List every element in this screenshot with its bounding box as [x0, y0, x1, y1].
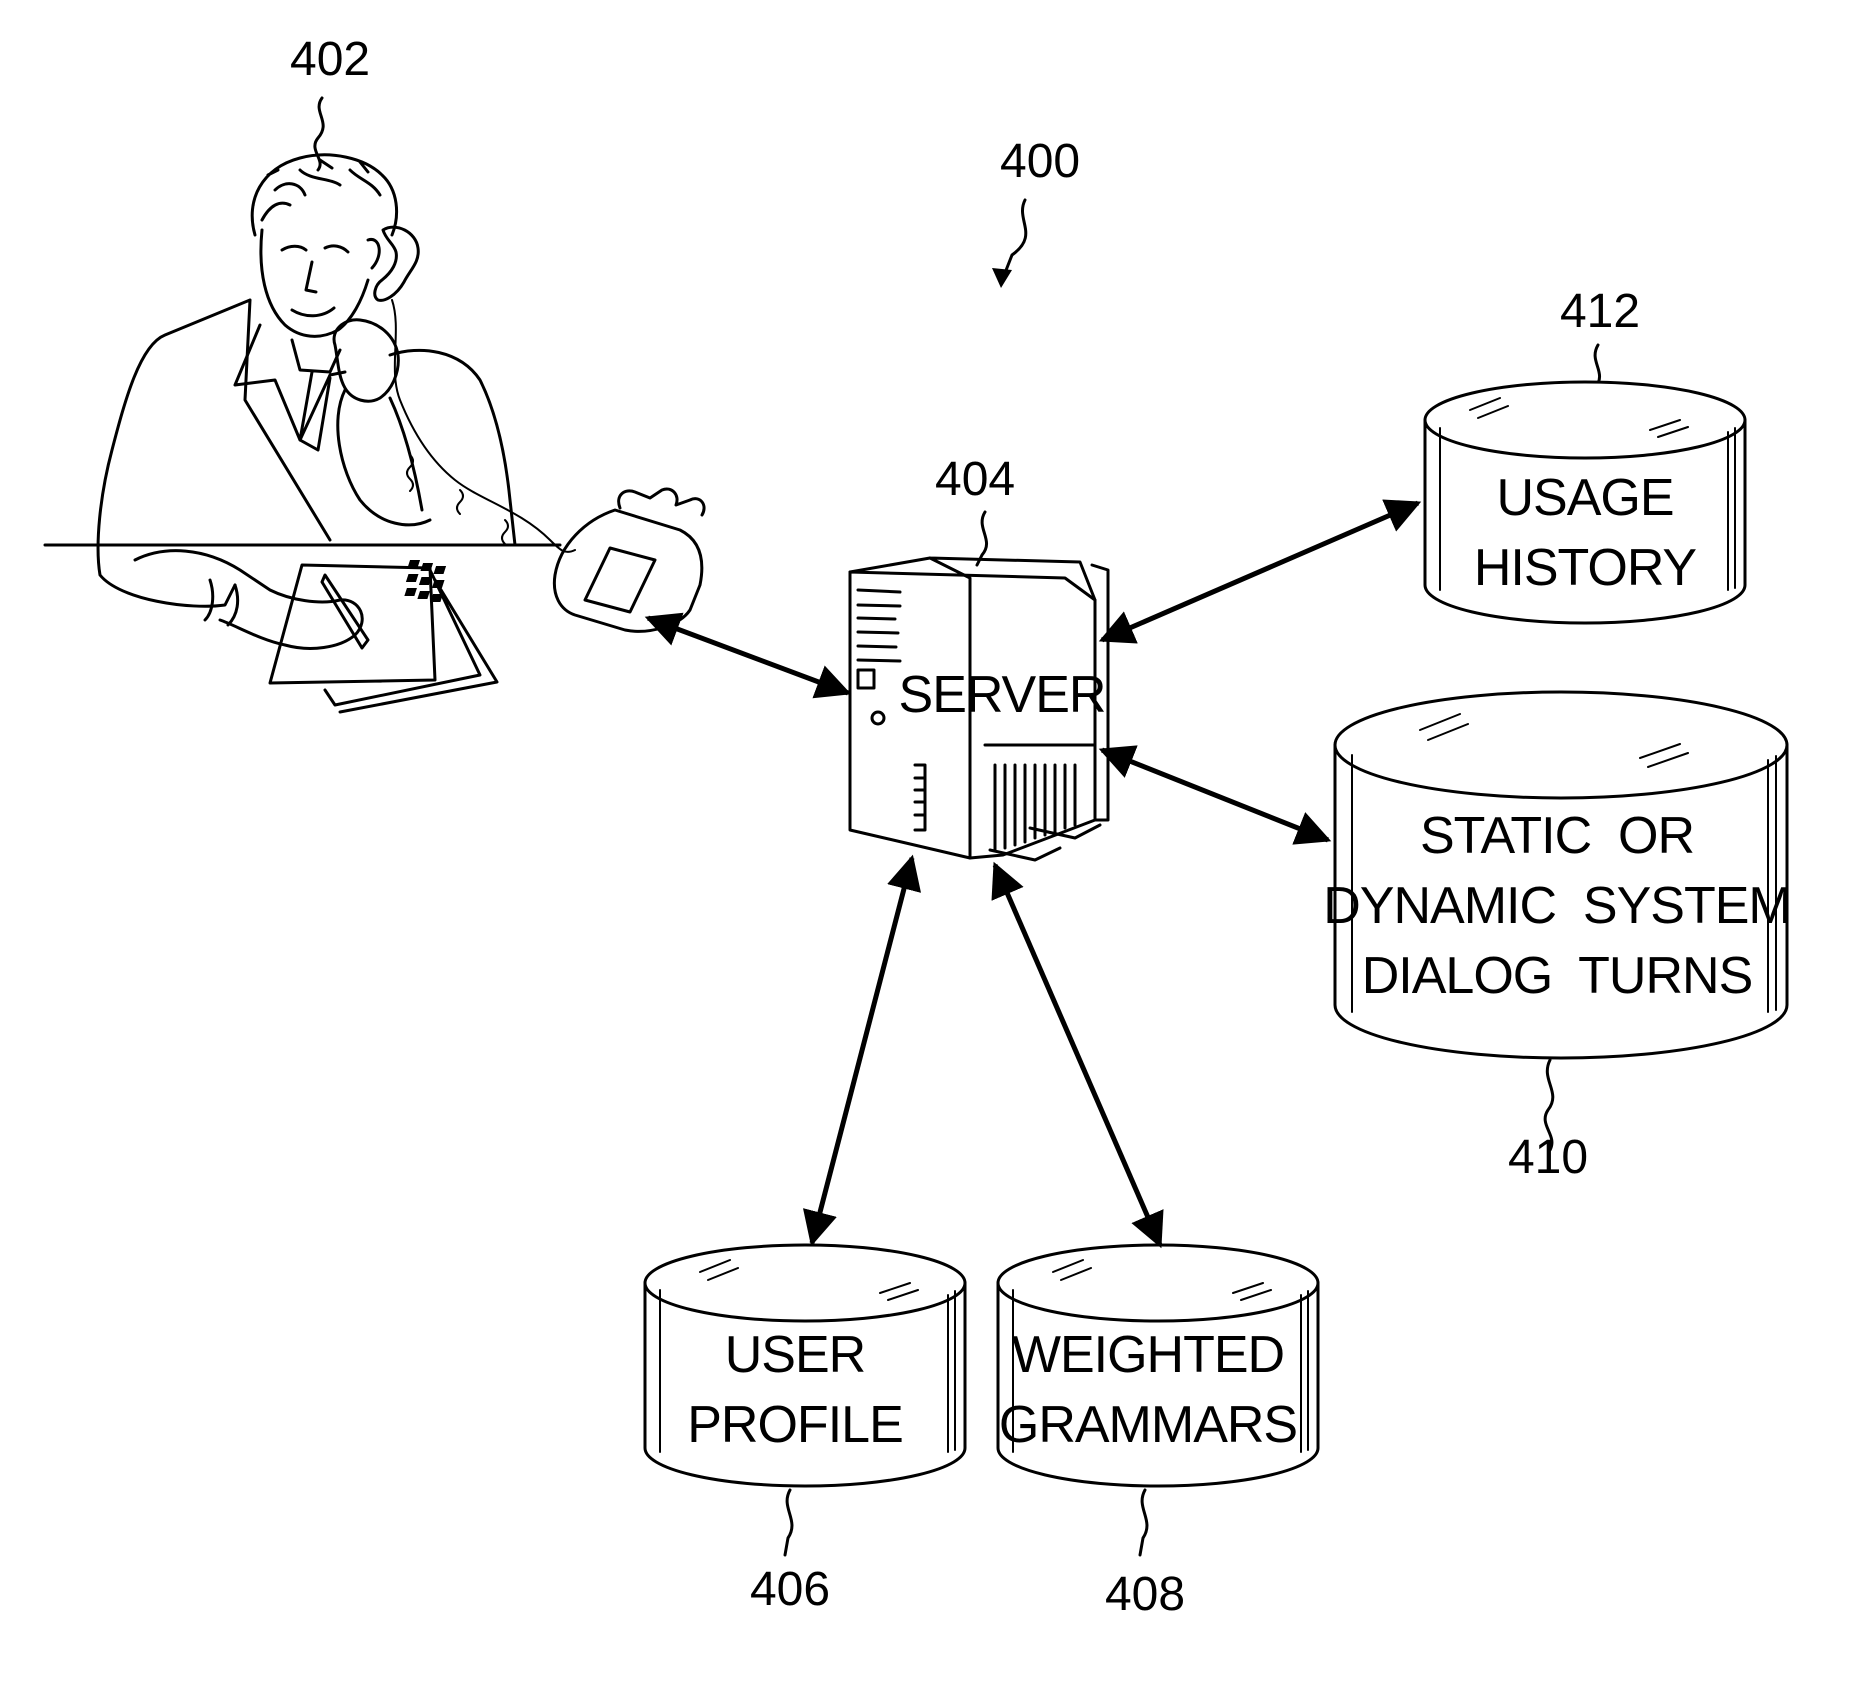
raised-arm [338, 390, 430, 525]
user-profile-line-1: USER [725, 1326, 865, 1384]
phone-cradle [619, 489, 704, 515]
holding-hand [334, 320, 398, 401]
user-profile-leader-line [785, 1490, 792, 1555]
weighted-grammars-leader-line [1140, 1490, 1147, 1555]
dialog-turns-line-1: STATIC OR [1420, 807, 1694, 865]
user-illustration: 402 [45, 33, 575, 712]
server: 404 SERVER [850, 453, 1108, 860]
phone-handset [375, 227, 418, 300]
arrow-server-weighted-grammars [995, 865, 1160, 1245]
weighted-grammars-ref-label: 408 [1105, 1568, 1185, 1621]
usage-history-line-2: HISTORY [1474, 539, 1697, 597]
db-dialog-turns: STATIC OR DYNAMIC SYSTEM DIALOG TURNS 41… [1323, 692, 1791, 1184]
db-usage-history: 412 USAGE HISTORY [1425, 285, 1745, 623]
usage-history-cylinder-top [1425, 382, 1745, 458]
db-user-profile: USER PROFILE 406 [645, 1245, 965, 1616]
user-profile-ref-label: 406 [750, 1563, 830, 1616]
weighted-grammars-line-2: GRAMMARS [999, 1396, 1297, 1454]
arrow-phone-server [648, 618, 848, 693]
db-weighted-grammars: WEIGHTED GRAMMARS 408 [998, 1245, 1318, 1621]
ear [368, 239, 379, 268]
user-profile-line-2: PROFILE [687, 1396, 903, 1454]
cord-coils [407, 455, 508, 544]
dialog-turns-line-2: DYNAMIC SYSTEM [1323, 877, 1791, 935]
figure-leader-arrow [1003, 200, 1026, 278]
jacket [98, 300, 515, 606]
hair [252, 155, 396, 235]
weighted-grammars-cylinder-top [998, 1245, 1318, 1321]
weighted-grammars-line-1: WEIGHTED [1012, 1326, 1284, 1384]
figure-number-label: 400 [1000, 135, 1080, 188]
dialog-turns-line-3: DIALOG TURNS [1362, 947, 1753, 1005]
server-label: SERVER [899, 666, 1106, 724]
phone-keypad [404, 560, 446, 602]
figure-reference: 400 [992, 135, 1080, 288]
phone-keypad-frame [585, 548, 655, 612]
usage-history-ref-label: 412 [1560, 285, 1640, 338]
papers [270, 565, 497, 712]
figure-arrowhead [992, 268, 1012, 288]
server-ref-label: 404 [935, 453, 1015, 506]
server-leader-line [977, 512, 987, 565]
dialog-turns-cylinder-top [1335, 692, 1787, 798]
phone-body [554, 510, 701, 631]
user-profile-cylinder-top [645, 1245, 965, 1321]
arrow-server-user-profile [812, 858, 912, 1243]
user-ref-label: 402 [290, 33, 370, 86]
dialog-turns-ref-label: 410 [1508, 1131, 1588, 1184]
phone-cord [392, 300, 575, 552]
arrow-server-usage-history [1102, 503, 1418, 640]
collar-and-tie [235, 325, 345, 450]
usage-history-line-1: USAGE [1496, 469, 1673, 527]
arrow-server-dialog-turns [1102, 750, 1328, 840]
